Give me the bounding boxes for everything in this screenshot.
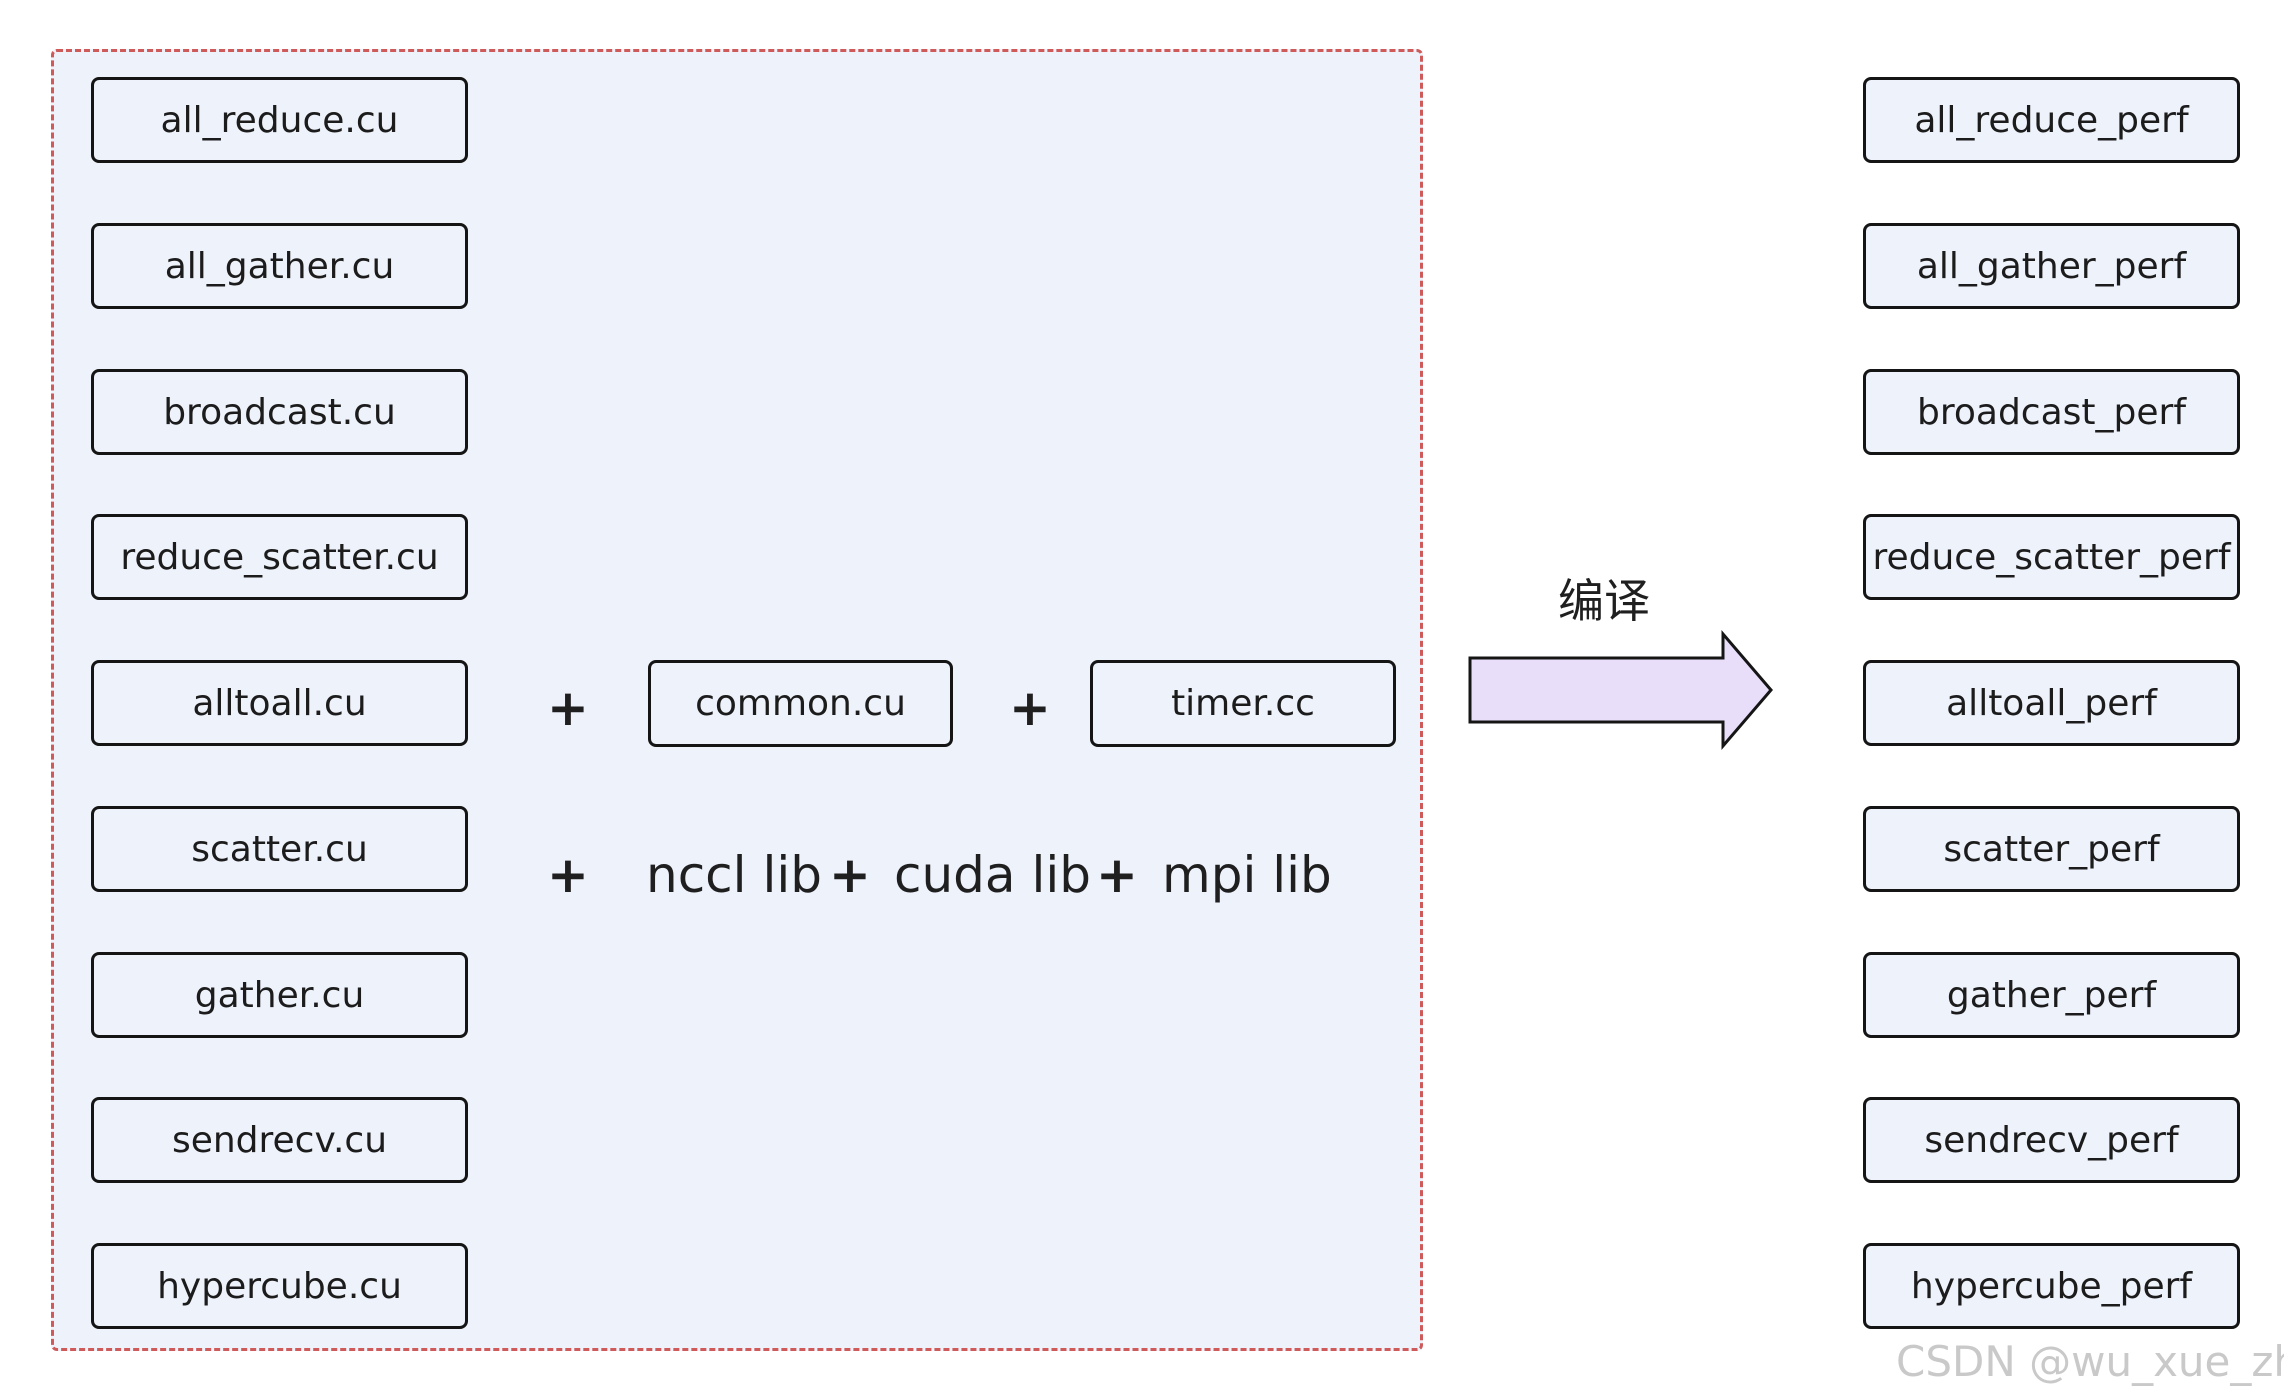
source-file-box: hypercube.cu (91, 1243, 468, 1329)
plus-operator: + (547, 679, 589, 737)
output-binary-box: broadcast_perf (1863, 369, 2240, 455)
output-binary-label: reduce_scatter_perf (1872, 536, 2231, 578)
common-source-box: common.cu (648, 660, 953, 747)
source-file-box: all_reduce.cu (91, 77, 468, 163)
watermark-text: CSDN @wu_xue_zhi (1896, 1337, 2284, 1386)
source-file-box: sendrecv.cu (91, 1097, 468, 1183)
output-binary-box: scatter_perf (1863, 806, 2240, 892)
source-file-label: alltoall.cu (192, 682, 367, 724)
output-binary-label: scatter_perf (1943, 828, 2160, 870)
source-file-box: alltoall.cu (91, 660, 468, 746)
source-file-label: gather.cu (194, 974, 365, 1016)
compile-arrow-shape (1468, 629, 1773, 751)
output-binary-label: all_gather_perf (1916, 245, 2187, 287)
output-binary-label: broadcast_perf (1917, 391, 2186, 433)
output-binary-label: all_reduce_perf (1914, 99, 2189, 141)
output-binary-box: alltoall_perf (1863, 660, 2240, 746)
source-file-label: all_reduce.cu (160, 99, 399, 141)
timer-source-box: timer.cc (1090, 660, 1396, 747)
source-file-label: sendrecv.cu (171, 1119, 388, 1161)
source-file-box: all_gather.cu (91, 223, 468, 309)
compile-label: 编译 (1558, 574, 1650, 628)
mpi-lib-label: mpi lib (1162, 846, 1332, 904)
compile-arrow-icon (1468, 629, 1773, 751)
output-binary-label: alltoall_perf (1946, 682, 2157, 724)
nccl-lib-label: nccl lib (646, 846, 822, 904)
source-file-label: hypercube.cu (157, 1265, 402, 1307)
output-binary-label: gather_perf (1946, 974, 2157, 1016)
common-source-label: common.cu (695, 683, 906, 724)
output-binary-box: all_gather_perf (1863, 223, 2240, 309)
timer-source-label: timer.cc (1171, 683, 1315, 724)
output-binary-label: sendrecv_perf (1924, 1119, 2179, 1161)
plus-operator: + (1009, 679, 1051, 737)
output-binary-box: all_reduce_perf (1863, 77, 2240, 163)
source-file-box: broadcast.cu (91, 369, 468, 455)
source-file-label: all_gather.cu (164, 245, 395, 287)
output-binary-box: reduce_scatter_perf (1863, 514, 2240, 600)
output-binary-label: hypercube_perf (1910, 1265, 2193, 1307)
plus-operator: + (1096, 846, 1138, 904)
output-binary-box: sendrecv_perf (1863, 1097, 2240, 1183)
source-file-box: gather.cu (91, 952, 468, 1038)
output-binary-box: hypercube_perf (1863, 1243, 2240, 1329)
plus-operator: + (829, 846, 871, 904)
source-file-label: scatter.cu (191, 828, 368, 870)
source-file-label: reduce_scatter.cu (120, 536, 439, 578)
plus-operator: + (547, 846, 589, 904)
output-binary-box: gather_perf (1863, 952, 2240, 1038)
cuda-lib-label: cuda lib (894, 846, 1091, 904)
source-file-label: broadcast.cu (163, 391, 396, 433)
source-file-box: scatter.cu (91, 806, 468, 892)
source-file-box: reduce_scatter.cu (91, 514, 468, 600)
